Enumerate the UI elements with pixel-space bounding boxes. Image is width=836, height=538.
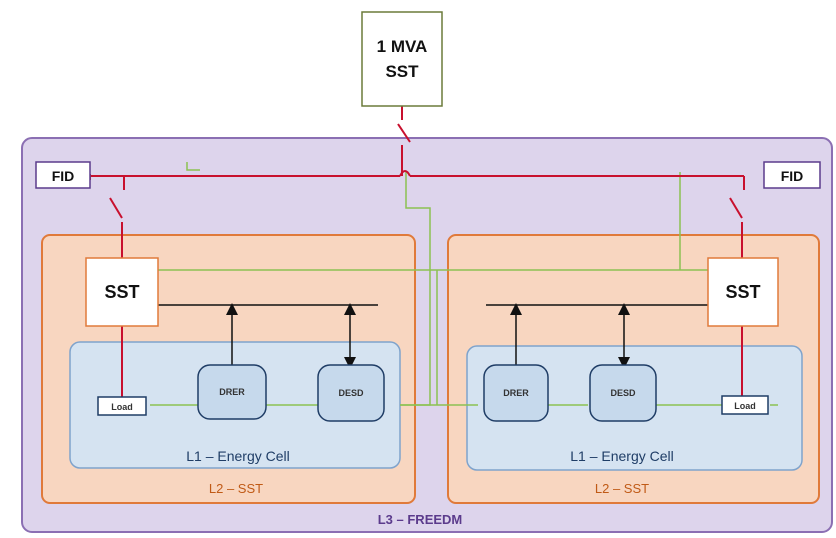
fid-left-box: FID <box>35 161 91 189</box>
power-lines <box>89 106 745 398</box>
drer-box-left: DRER <box>197 364 267 420</box>
drer-right-label: DRER <box>503 388 529 398</box>
fid-left-label: FID <box>52 168 75 184</box>
comm-lines <box>150 162 778 406</box>
load-box-right: Load <box>721 395 769 415</box>
top-sst-box: 1 MVA SST <box>361 11 443 107</box>
desd-left-label: DESD <box>338 388 364 398</box>
energy-cell-left-label: L1 – Energy Cell <box>186 448 290 464</box>
l2-sst-right-label: L2 – SST <box>595 481 649 496</box>
load-box-left: Load <box>97 396 147 416</box>
l3-freedm-label: L3 – FREEDM <box>378 512 463 527</box>
dc-buses <box>158 303 708 369</box>
sst-box-left: SST <box>85 257 159 327</box>
load-left-label: Load <box>111 402 133 412</box>
energy-cell-right-label: L1 – Energy Cell <box>570 448 674 464</box>
drer-box-right: DRER <box>483 364 549 422</box>
crossover-bump <box>399 170 411 177</box>
sst-left-label: SST <box>104 282 139 302</box>
fid-right-box: FID <box>763 161 821 189</box>
desd-right-label: DESD <box>610 388 636 398</box>
sst-box-right: SST <box>707 257 779 327</box>
sst-right-label: SST <box>725 282 760 302</box>
drer-left-label: DRER <box>219 387 245 397</box>
desd-box-right: DESD <box>589 364 657 422</box>
desd-box-left: DESD <box>317 364 385 422</box>
top-sst-line1: 1 MVA <box>377 37 428 56</box>
l2-sst-left-label: L2 – SST <box>209 481 263 496</box>
fid-right-label: FID <box>781 168 804 184</box>
load-right-label: Load <box>734 401 756 411</box>
top-sst-line2: SST <box>385 62 419 81</box>
